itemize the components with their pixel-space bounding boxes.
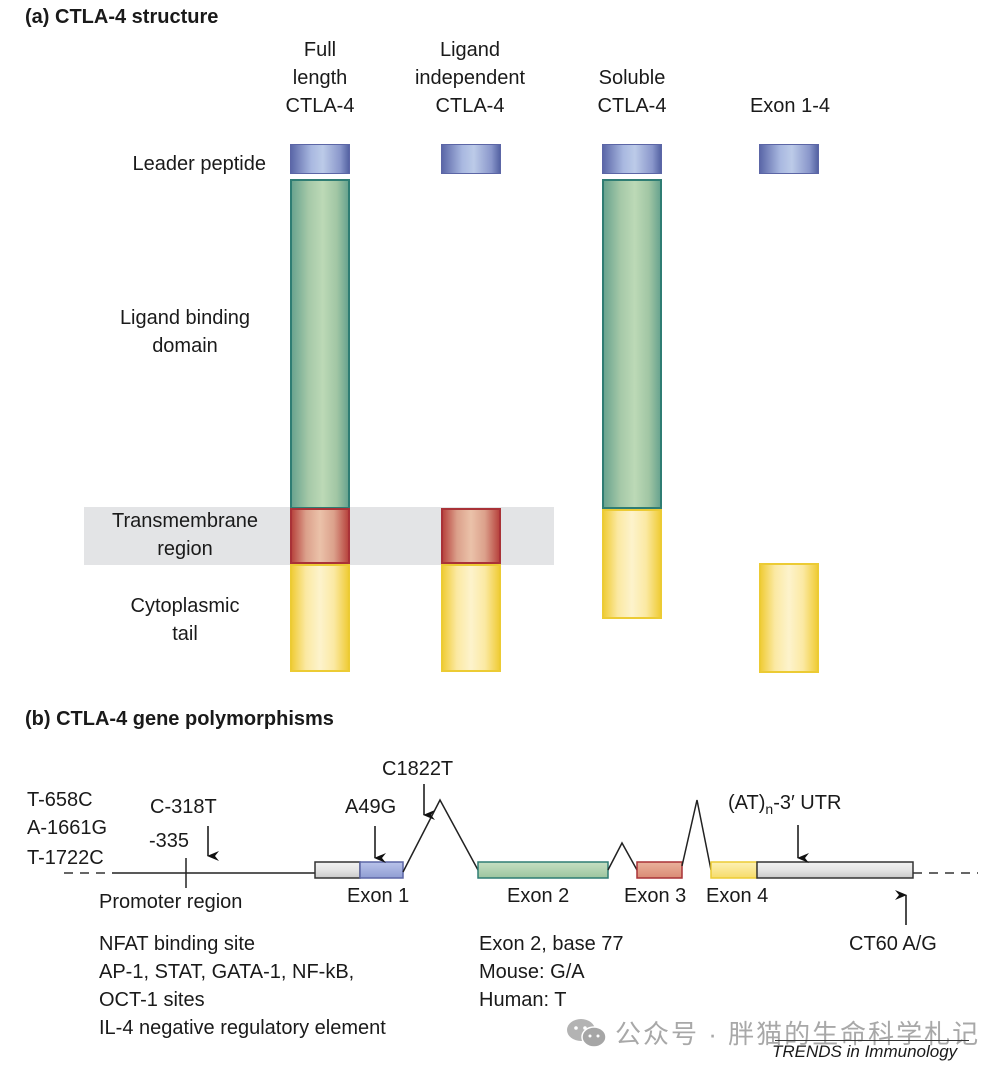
at-prefix: (AT) <box>728 792 766 814</box>
c1822t-label: C1822T <box>382 758 454 780</box>
promoter-notes: NFAT binding site AP-1, STAT, GATA-1, NF… <box>99 930 386 1042</box>
promoter-region-label: Promoter region <box>99 891 243 913</box>
label-line: domain <box>152 335 218 357</box>
column-header-ligand-independent: Ligand independent CTLA-4 <box>395 36 545 120</box>
label-line: Cytoplasmic <box>130 595 240 617</box>
label-line: region <box>157 538 213 560</box>
header-line: independent <box>414 67 526 89</box>
at-utr-label: (AT)n-3′ UTR <box>728 789 841 823</box>
header-line: length <box>292 67 348 89</box>
watermark: 公众号 · 胖猫的生命科学札记 <box>565 1014 980 1051</box>
ligand-independent-transmembrane <box>441 508 501 564</box>
exon1-utr-box <box>314 861 361 879</box>
column-header-full-length: Full length CTLA-4 <box>260 36 380 120</box>
header-line: Ligand <box>439 39 501 61</box>
header-line: Full <box>303 39 337 61</box>
intron1-line <box>402 798 479 873</box>
note-line: NFAT binding site <box>99 933 256 955</box>
exon2-label: Exon 2 <box>507 885 570 907</box>
column-header-exon-1-4: Exon 1-4 <box>725 92 855 120</box>
full-length-leader-peptide <box>290 144 350 174</box>
full-length-ligand-binding-domain <box>290 179 350 509</box>
left-snp-list: T-658C A-1661G T-1722C <box>27 786 107 872</box>
label-line: Transmembrane <box>112 510 258 532</box>
ct60-label: CT60 A/G <box>849 933 937 955</box>
note-line: OCT-1 sites <box>99 989 205 1011</box>
journal-name: TRENDS in Immunology <box>772 1042 958 1061</box>
exon3-label: Exon 3 <box>624 885 687 907</box>
exon3-box <box>636 861 683 879</box>
at-subscript: n <box>765 801 774 817</box>
exon1-box <box>359 861 404 879</box>
intron3-line <box>681 799 712 871</box>
label-line: Ligand binding <box>119 307 251 329</box>
note-line: IL-4 negative regulatory element <box>99 1017 386 1039</box>
header-line: Exon 1-4 <box>749 95 831 117</box>
snp-label: T-658C <box>27 789 93 811</box>
full-length-cytoplasmic-tail <box>290 564 350 672</box>
panel-b-title: (b) CTLA-4 gene polymorphisms <box>25 708 334 730</box>
row-label-cytoplasmic-tail: Cytoplasmic tail <box>80 592 290 648</box>
note-line: Mouse: G/A <box>479 961 585 983</box>
exon14-cytoplasmic-tail <box>759 563 819 673</box>
header-line: CTLA-4 <box>597 95 667 117</box>
panel-a-title: (a) CTLA-4 structure <box>25 6 219 28</box>
snp-label: A-1661G <box>27 817 108 839</box>
column-header-soluble: Soluble CTLA-4 <box>572 64 692 120</box>
header-line: Soluble <box>598 67 666 89</box>
a49g-label: A49G <box>345 796 397 818</box>
row-label-leader-peptide: Leader peptide <box>132 153 266 175</box>
soluble-leader-peptide <box>602 144 662 174</box>
utr3-box <box>756 861 914 879</box>
note-line: Human: T <box>479 989 567 1011</box>
exon2-box <box>477 861 609 879</box>
at-suffix: -3′ UTR <box>773 792 842 814</box>
journal-rule <box>775 1040 969 1041</box>
full-length-transmembrane <box>290 508 350 564</box>
note-line: Exon 2, base 77 <box>479 933 624 955</box>
note-line: AP-1, STAT, GATA-1, NF-kB, <box>99 961 355 983</box>
row-label-transmembrane: Transmembrane region <box>80 507 290 563</box>
soluble-cytoplasmic-tail <box>602 509 662 619</box>
c318t-label: C-318T <box>150 796 217 818</box>
ligand-independent-cytoplasmic-tail <box>441 564 501 672</box>
watermark-text: 公众号 · 胖猫的生命科学札记 <box>615 1019 981 1049</box>
header-line: CTLA-4 <box>435 95 505 117</box>
m335-label: -335 <box>149 830 190 852</box>
snp-label: T-1722C <box>27 847 104 869</box>
soluble-ligand-binding-domain <box>602 179 662 509</box>
exon1-label: Exon 1 <box>347 885 410 907</box>
label-line: tail <box>172 623 198 645</box>
ligand-independent-leader-peptide <box>441 144 501 174</box>
wechat-icon <box>567 1018 607 1048</box>
exon2-notes: Exon 2, base 77 Mouse: G/A Human: T <box>479 930 624 1014</box>
intron2-line <box>607 841 638 871</box>
row-label-ligand-binding: Ligand binding domain <box>80 304 290 360</box>
exon4-box <box>710 861 758 879</box>
header-line: CTLA-4 <box>285 95 355 117</box>
exon14-leader-peptide <box>759 144 819 174</box>
exon4-label: Exon 4 <box>706 885 769 907</box>
